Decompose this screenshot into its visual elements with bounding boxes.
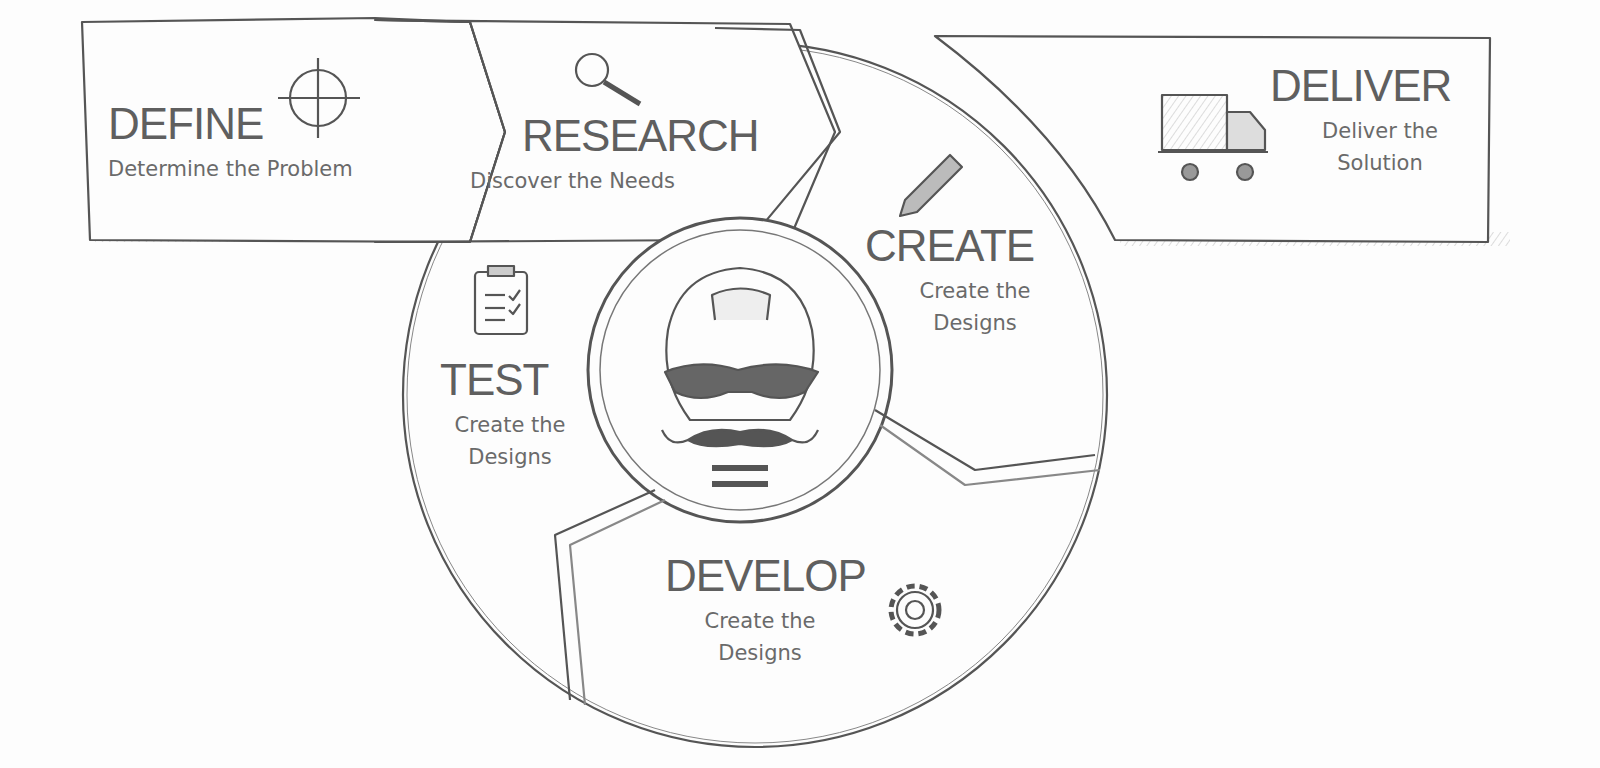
- step-description: Create the Designs: [890, 276, 1060, 339]
- define-step: DEFINE Determine the Problem: [108, 100, 353, 186]
- create-step: CREATE Create the Designs: [865, 222, 1060, 339]
- test-step: TESTCreate the Designs: [440, 356, 590, 473]
- step-title: RESEARCH: [522, 112, 759, 160]
- step-title: DEVELOP: [665, 552, 866, 600]
- step-description: Determine the Problem: [108, 154, 353, 186]
- deliver-step: DELIVER Deliver the Solution: [1270, 62, 1465, 179]
- step-title: TEST: [440, 356, 590, 404]
- step-description: Create the Designs: [430, 410, 590, 473]
- step-description: Discover the Needs: [470, 166, 759, 198]
- step-description: Deliver the Solution: [1295, 116, 1465, 179]
- step-description: Create the Designs: [675, 606, 845, 669]
- research-step: RESEARCH Discover the Needs: [470, 112, 759, 198]
- step-title: DELIVER: [1270, 62, 1465, 110]
- step-title: CREATE: [865, 222, 1060, 270]
- step-title: DEFINE: [108, 100, 353, 148]
- develop-step: DEVELOP Create the Designs: [665, 552, 866, 669]
